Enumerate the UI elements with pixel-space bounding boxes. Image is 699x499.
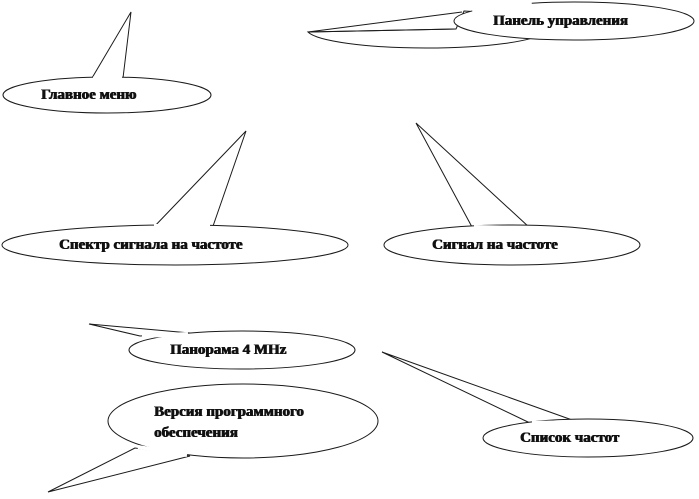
- callout-version-cover: [137, 445, 188, 457]
- callout-version-pointer: [47, 447, 191, 493]
- callout-frequency-list-cover: [531, 420, 574, 425]
- label-frequency-list: Список частот: [520, 430, 620, 446]
- callout-signal-pointer: [415, 122, 532, 229]
- callout-panorama-ellipse: [128, 330, 356, 370]
- callout-signal-ellipse: [383, 224, 641, 266]
- label-software-version: Версия программного обеспечения: [154, 404, 304, 441]
- callout-frequency-list-pointer: [381, 351, 576, 424]
- callout-panorama-cover: [141, 332, 189, 338]
- callout-main-menu-pointer: [91, 11, 132, 79]
- callout-spectrum-pointer: [150, 130, 247, 230]
- label-control-panel: Панель управления: [493, 13, 628, 29]
- label-panorama: Панорама 4 MHz: [170, 342, 287, 358]
- callout-control-panel-outline: [307, 11, 463, 33]
- label-spectrum-at-frequency: Спектр сигнала на частоте: [59, 237, 243, 253]
- callout-version-ellipse: [107, 383, 379, 459]
- label-signal-at-frequency: Сигнал на частоте: [432, 237, 558, 253]
- callout-control-panel-border: [453, 1, 695, 41]
- callout-frequency-list-ellipse: [482, 418, 694, 458]
- callout-control-panel-ellipse: [454, 2, 694, 40]
- label-main-menu: Главное меню: [41, 87, 137, 103]
- callout-signal-cover: [473, 225, 529, 230]
